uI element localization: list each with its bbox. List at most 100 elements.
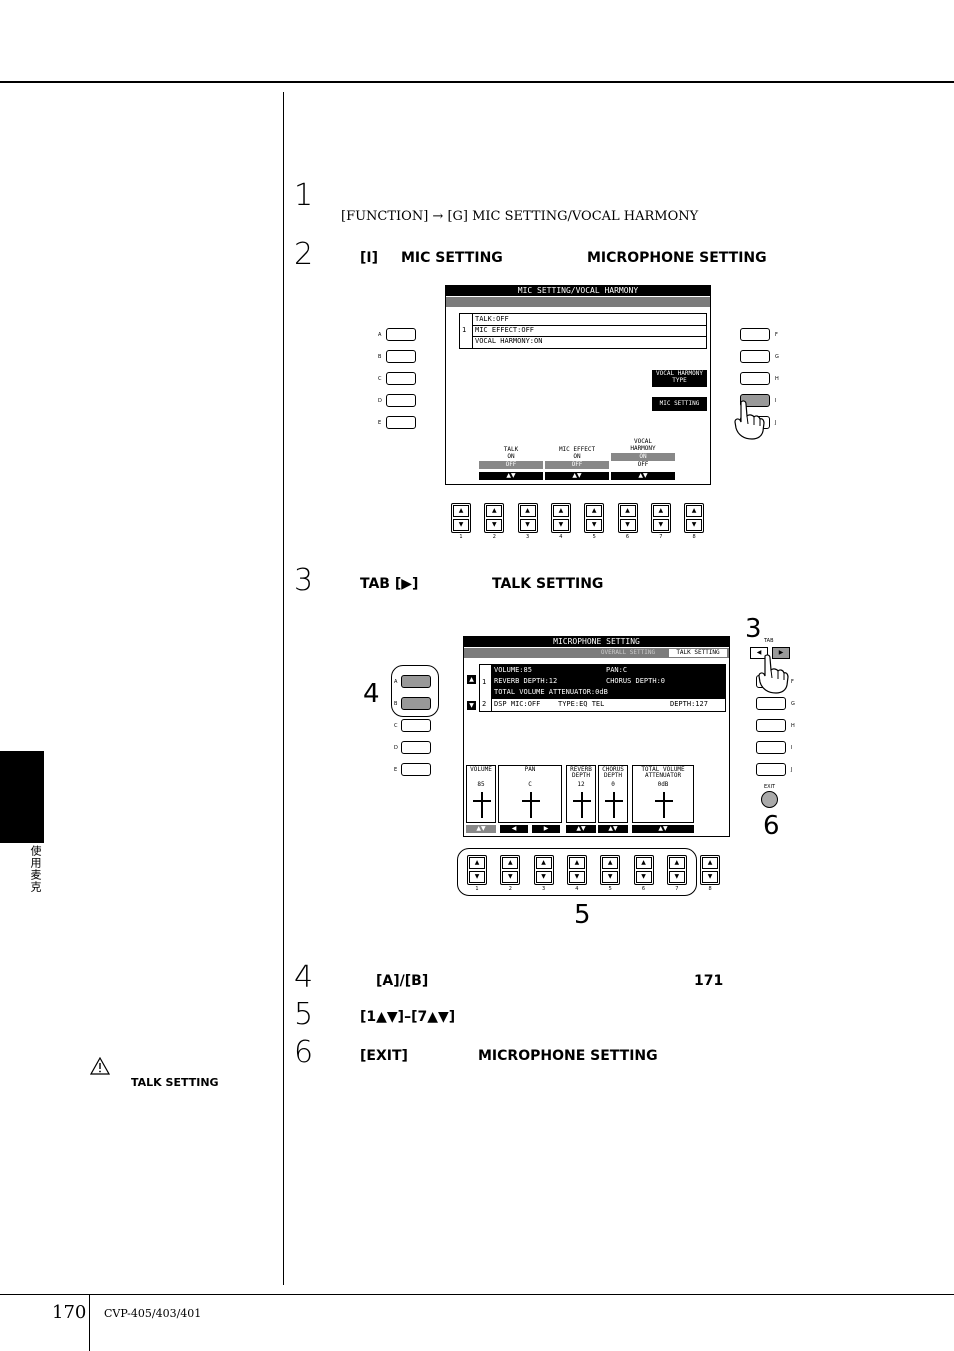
screen2-scroll-down[interactable]: ▼ <box>467 701 476 710</box>
slider-knob-icon <box>605 800 623 802</box>
up-arrow-icon[interactable]: ▲ <box>552 505 569 517</box>
s1-bottom-updown-1[interactable]: ▲▼ <box>451 503 471 533</box>
up-arrow-icon[interactable]: ▲ <box>502 857 519 869</box>
tab-right-button[interactable]: ▶ <box>772 647 790 659</box>
screen2-tab-talk[interactable]: TALK SETTING <box>669 649 727 657</box>
screen1-button-c[interactable] <box>386 372 416 385</box>
s2-bottom-updown-1[interactable]: ▲▼ <box>467 855 487 885</box>
screen2-softkey-2[interactable]: ◀ <box>500 825 528 833</box>
screen1-vocal-harmony-control[interactable]: VOCAL HARMONY ON OFF <box>611 438 675 468</box>
up-arrow-icon[interactable]: ▲ <box>568 857 585 869</box>
screen2-button-a[interactable] <box>401 675 431 688</box>
s2-bottom-updown-4[interactable]: ▲▼ <box>566 855 587 885</box>
up-arrow-icon[interactable]: ▲ <box>602 857 619 869</box>
screen2-softkey-67[interactable]: ▲▼ <box>632 825 694 833</box>
screen1-button-g[interactable] <box>740 350 770 363</box>
screen1-softkey-56[interactable]: ▲▼ <box>611 472 675 480</box>
s2-bottom-updown-6[interactable]: ▲▼ <box>633 855 654 885</box>
down-arrow-icon[interactable]: ▼ <box>635 871 652 883</box>
screen2-row1-block[interactable] <box>491 665 725 699</box>
up-arrow-icon[interactable]: ▲ <box>652 505 669 517</box>
screen2-button-j[interactable] <box>756 763 786 776</box>
s1-bottom-updown-7[interactable]: ▲▼ <box>650 503 671 533</box>
screen2-softkey-3[interactable]: ▶ <box>532 825 560 833</box>
screen1-button-b[interactable] <box>386 350 416 363</box>
screen1-button-d[interactable] <box>386 394 416 407</box>
s2-bottom-updown-5[interactable]: ▲▼ <box>600 855 621 885</box>
down-arrow-icon[interactable]: ▼ <box>486 519 503 531</box>
screen2-softkey-5[interactable]: ▲▼ <box>598 825 628 833</box>
down-arrow-icon[interactable]: ▼ <box>668 871 685 883</box>
screen2-tab-overall[interactable]: OVERALL SETTING <box>600 649 656 656</box>
screen2-button-e[interactable] <box>401 763 431 776</box>
screen2-button-i[interactable] <box>756 741 786 754</box>
up-arrow-icon[interactable]: ▲ <box>635 857 652 869</box>
down-arrow-icon[interactable]: ▼ <box>702 871 719 883</box>
screen1-talk-control[interactable]: TALK ON OFF <box>479 446 543 469</box>
up-arrow-icon[interactable]: ▲ <box>619 505 636 517</box>
s1-bottom-updown-5[interactable]: ▲▼ <box>584 503 605 533</box>
screen1-button-i[interactable] <box>740 394 770 407</box>
callout-3: 3 <box>745 614 762 644</box>
up-arrow-icon[interactable]: ▲ <box>519 505 536 517</box>
s2-bottom-updown-8[interactable]: ▲▼ <box>700 855 721 885</box>
down-arrow-icon[interactable]: ▼ <box>502 871 519 883</box>
s1-bottom-updown-3[interactable]: ▲▼ <box>517 503 538 533</box>
screen2-scroll-up[interactable]: ▲ <box>467 675 476 684</box>
screen1-mic-setting-button[interactable]: MIC SETTING <box>652 397 707 411</box>
s1-bottom-updown-8[interactable]: ▲▼ <box>684 503 705 533</box>
screen1-button-e[interactable] <box>386 416 416 429</box>
slider-track-icon <box>530 792 532 818</box>
down-arrow-icon[interactable]: ▼ <box>686 519 703 531</box>
down-arrow-icon[interactable]: ▼ <box>535 871 552 883</box>
up-arrow-icon[interactable]: ▲ <box>535 857 552 869</box>
screen1-button-h[interactable] <box>740 372 770 385</box>
down-arrow-icon[interactable]: ▼ <box>552 519 569 531</box>
screen2-button-c[interactable] <box>401 719 431 732</box>
s1-bottom-updown-4[interactable]: ▲▼ <box>550 503 571 533</box>
up-arrow-icon[interactable]: ▲ <box>453 505 469 517</box>
screen2-button-h[interactable] <box>756 719 786 732</box>
up-arrow-icon[interactable]: ▲ <box>686 505 703 517</box>
exit-button[interactable] <box>761 791 778 808</box>
up-arrow-icon[interactable]: ▲ <box>486 505 503 517</box>
tab-left-button[interactable]: ◀ <box>750 647 768 659</box>
up-arrow-icon[interactable]: ▲ <box>668 857 685 869</box>
down-arrow-icon[interactable]: ▼ <box>568 871 585 883</box>
screen1-button-f[interactable] <box>740 328 770 341</box>
up-arrow-icon[interactable]: ▲ <box>586 505 603 517</box>
screen2-button-d[interactable] <box>401 741 431 754</box>
screen1-mic-effect-control[interactable]: MIC EFFECT ON OFF <box>545 446 609 469</box>
s2-bottom-updown-2[interactable]: ▲▼ <box>500 855 521 885</box>
down-arrow-icon[interactable]: ▼ <box>453 519 469 531</box>
down-arrow-icon[interactable]: ▼ <box>469 871 485 883</box>
screen1-softkey-12[interactable]: ▲▼ <box>479 472 543 480</box>
s1-bottom-updown-6[interactable]: ▲▼ <box>617 503 638 533</box>
screen1-vocal-harmony-type-button[interactable]: VOCAL HARMONY TYPE <box>652 370 707 387</box>
down-arrow-icon[interactable]: ▼ <box>652 519 669 531</box>
up-arrow-icon[interactable]: ▲ <box>702 857 719 869</box>
screen2-button-g[interactable] <box>756 697 786 710</box>
s2-bottom-updown-3[interactable]: ▲▼ <box>533 855 554 885</box>
s2-bottom-updown-7[interactable]: ▲▼ <box>666 855 687 885</box>
down-arrow-icon[interactable]: ▼ <box>619 519 636 531</box>
s1-bottom-updown-2[interactable]: ▲▼ <box>484 503 505 533</box>
screen2-softkey-1[interactable]: ▲▼ <box>466 825 496 833</box>
step-3-part-b: TALK SETTING <box>492 576 604 592</box>
up-arrow-icon[interactable]: ▲ <box>469 857 485 869</box>
screen1-softkey-34[interactable]: ▲▼ <box>545 472 609 480</box>
slider-knob-icon <box>473 800 491 802</box>
down-arrow-icon[interactable]: ▼ <box>602 871 619 883</box>
down-arrow-icon[interactable]: ▼ <box>586 519 603 531</box>
top-rule <box>0 81 954 83</box>
screen2-tab-bar <box>464 648 729 658</box>
screen1-button-a[interactable] <box>386 328 416 341</box>
down-arrow-icon[interactable]: ▼ <box>519 519 536 531</box>
screen2-softkey-4[interactable]: ▲▼ <box>566 825 596 833</box>
screen2-button-b[interactable] <box>401 697 431 710</box>
